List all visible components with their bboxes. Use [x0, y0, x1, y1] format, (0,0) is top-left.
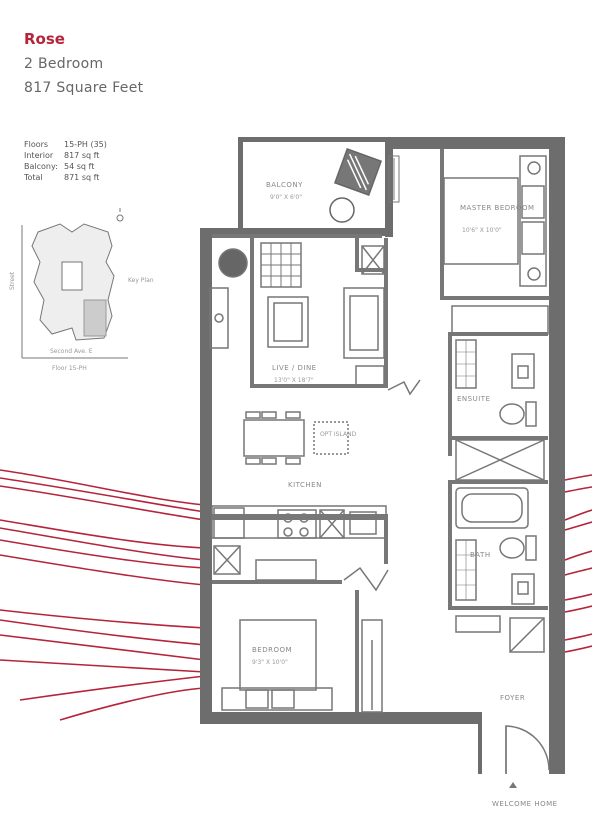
room-dim-live-dine: 13'0" X 18'7" — [274, 377, 314, 384]
room-label-balcony: BALCONY — [266, 181, 303, 189]
balcony-door — [388, 155, 400, 203]
kitchen-counters — [211, 505, 387, 581]
room-label-foyer: FOYER — [500, 694, 525, 702]
bath-fixtures — [455, 487, 545, 653]
unit-name: Rose — [24, 30, 65, 48]
entry-door — [505, 725, 550, 774]
spec-row-balcony: Balcony:54 sq ft — [24, 162, 95, 171]
unit-area: 817 Square Feet — [24, 80, 144, 96]
bedroom-furniture — [221, 619, 383, 713]
room-label-ensuite: ENSUITE — [457, 395, 491, 403]
room-label-bath: BATH — [470, 551, 491, 559]
room-dim-bedroom: 9'3" X 10'0" — [252, 659, 288, 666]
room-label-kitchen: KITCHEN — [288, 481, 322, 489]
dining-furniture — [243, 411, 349, 465]
unit-bedrooms: 2 Bedroom — [24, 56, 104, 72]
red-swoosh-right — [564, 474, 592, 653]
welcome-arrow-icon — [509, 782, 517, 788]
keyplan-bottom-street: Second Ave. E — [50, 348, 93, 355]
room-dim-master: 10'6" X 10'0" — [462, 227, 502, 234]
exterior-walls — [200, 137, 565, 774]
ensuite-fixtures — [455, 339, 545, 481]
kitchen-door — [343, 379, 421, 592]
opt-island-label: OPT ISLAND — [320, 431, 357, 438]
room-label-master: MASTER BEDROOM — [460, 204, 535, 212]
keyplan-caption: Floor 15-PH — [52, 365, 87, 372]
master-furniture — [443, 155, 549, 335]
room-dim-balcony: 9'0" X 6'0" — [270, 194, 302, 201]
room-label-bedroom: BEDROOM — [252, 646, 292, 654]
keyplan-side-note: Key Plan — [128, 277, 154, 284]
red-swoosh-left — [0, 469, 206, 721]
key-plan — [21, 208, 128, 359]
balcony-furniture — [329, 147, 383, 223]
room-label-live-dine: LIVE / DINE — [272, 364, 317, 372]
living-furniture — [209, 242, 385, 387]
keyplan-left-street: Street — [9, 271, 16, 290]
welcome-home-label: WELCOME HOME — [492, 800, 558, 808]
